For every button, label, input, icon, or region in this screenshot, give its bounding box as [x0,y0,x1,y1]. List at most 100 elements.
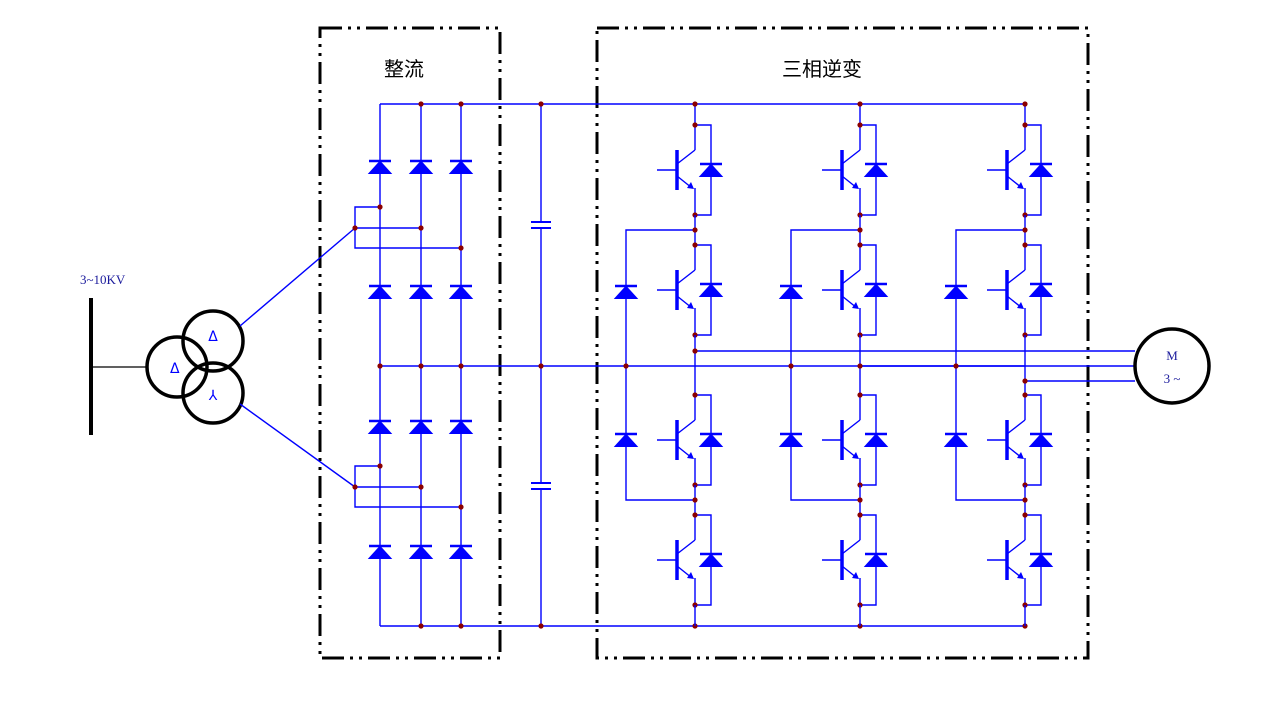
junction-dot [857,392,863,398]
clamp-diode-path [625,229,695,501]
igbt-collector-lead [841,269,861,285]
freewheel-diode-icon [1028,283,1054,297]
rectifier-diode-icon [448,420,474,434]
freewheel-diode-icon [698,433,724,447]
igbt-emitter-arrow-icon [852,572,859,579]
igbt-emitter-arrow-icon [852,452,859,459]
junction-dot [1022,392,1028,398]
clamp-diode-icon [943,433,969,447]
igbt-emitter-arrow-icon [687,452,694,459]
junction-dot [1022,242,1028,248]
igbt-emitter-arrow-icon [1017,452,1024,459]
junction-dot [418,484,424,490]
motor-phase-label: 3 ~ [1164,371,1181,386]
junction-dot [418,101,424,107]
junction-dot [1022,101,1028,107]
junction-dot [692,392,698,398]
rectifier-diode-icon [448,160,474,174]
igbt-collector-lead [1006,539,1026,555]
feeder-lower-bridge [239,403,356,488]
rectifier-diode-icon [408,285,434,299]
wye-symbol-secondary: ⅄ [208,388,218,404]
clamp-diode-path [790,229,860,501]
junction-dot [953,363,959,369]
junction-dot [538,101,544,107]
junction-dot [458,101,464,107]
igbt-emitter-arrow-icon [852,182,859,189]
freewheel-diode-icon [1028,553,1054,567]
junction-dot [458,504,464,510]
freewheel-diode-icon [698,283,724,297]
motor-circle [1133,327,1211,405]
junction-dot [692,242,698,248]
clamp-diode-icon [943,285,969,299]
secondary-winding-circle-2 [181,361,245,425]
rectifier-diode-icon [367,285,393,299]
junction-dot [857,227,863,233]
junction-dot [857,242,863,248]
motor-label: M [1166,348,1178,363]
junction-dot [458,245,464,251]
igbt-collector-lead [841,539,861,555]
junction-dot [857,122,863,128]
junction-dot [377,363,383,369]
igbt-emitter-arrow-icon [852,302,859,309]
junction-dot [692,512,698,518]
clamp-diode-path [955,229,1025,501]
junction-dot [1022,512,1028,518]
secondary-winding-circle-1 [181,309,245,373]
igbt-collector-lead [676,539,696,555]
inverter-title: 三相逆变 [782,57,862,81]
freewheel-diode-icon [863,283,889,297]
igbt-collector-lead [1006,419,1026,435]
junction-dot [418,225,424,231]
junction-dot [857,101,863,107]
freewheel-diode-icon [863,163,889,177]
igbt-emitter-arrow-icon [687,572,694,579]
junction-dot [458,623,464,629]
rectifier-diode-icon [448,545,474,559]
junction-dot [857,497,863,503]
igbt-collector-lead [676,269,696,285]
junction-dot [692,497,698,503]
rectifier-frame [318,26,502,660]
clamp-diode-icon [778,285,804,299]
igbt-collector-lead [1006,149,1026,165]
junction-dot [377,204,383,210]
junction-dot [692,227,698,233]
igbt-collector-lead [841,419,861,435]
inverter-frame [595,26,1090,660]
rectifier-diode-icon [448,285,474,299]
junction-dot [857,512,863,518]
junction-dot [352,225,358,231]
igbt-collector-lead [676,419,696,435]
junction-dot [692,101,698,107]
igbt-collector-lead [1006,269,1026,285]
freewheel-diode-icon [698,553,724,567]
rectifier-diode-icon [408,545,434,559]
freewheel-diode-icon [1028,433,1054,447]
rectifier-diode-icon [367,160,393,174]
junction-dot [692,122,698,128]
rectifier-diode-icon [367,545,393,559]
primary-winding-circle [145,335,209,399]
junction-dot [1022,497,1028,503]
clamp-diode-icon [613,433,639,447]
rectifier-diode-icon [408,420,434,434]
igbt-emitter-arrow-icon [1017,302,1024,309]
junction-dot [1022,227,1028,233]
igbt-emitter-arrow-icon [1017,572,1024,579]
junction-dot [857,363,863,369]
rectifier-diode-icon [367,420,393,434]
igbt-collector-lead [841,149,861,165]
rectifier-diode-icon [408,160,434,174]
junction-dot [377,463,383,469]
junction-dot [538,623,544,629]
junction-dot [458,363,464,369]
source-voltage-label: 3~10KV [80,272,126,287]
igbt-emitter-arrow-icon [687,302,694,309]
delta-symbol-primary: Δ [170,361,180,377]
delta-symbol-secondary: Δ [208,329,218,345]
rectifier-title: 整流 [384,57,424,81]
